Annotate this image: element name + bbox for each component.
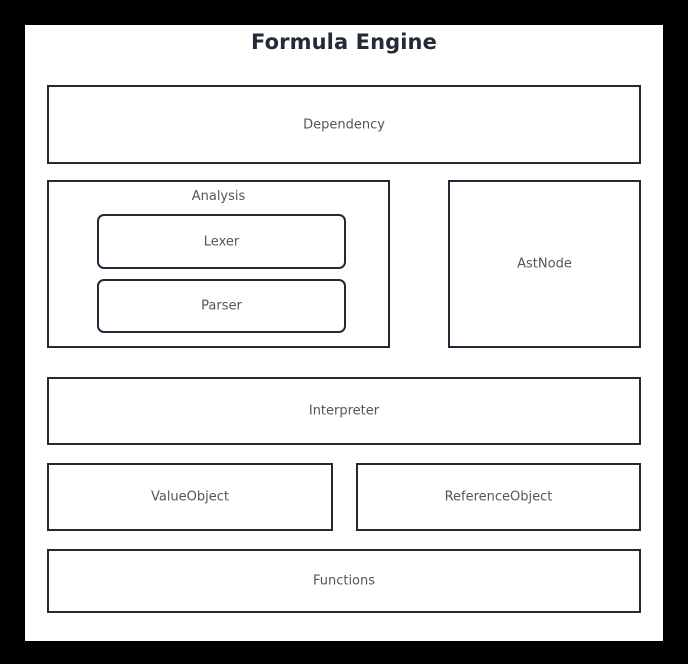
node-referenceobject[interactable]: ReferenceObject (356, 463, 641, 531)
node-group-analysis[interactable]: Analysis Lexer Parser (47, 180, 390, 348)
node-valueobject-label: ValueObject (150, 489, 230, 505)
node-referenceobject-label: ReferenceObject (444, 489, 553, 505)
node-dependency-label: Dependency (303, 117, 385, 132)
node-astnode[interactable]: AstNode (448, 180, 641, 348)
page-title: Formula Engine (251, 30, 437, 54)
node-interpreter[interactable]: Interpreter (47, 377, 641, 445)
node-group-analysis-label: Analysis (191, 189, 246, 204)
node-functions-label: Functions (312, 573, 376, 589)
node-dependency[interactable]: Dependency (47, 85, 641, 164)
node-valueobject[interactable]: ValueObject (47, 463, 333, 531)
node-astnode-label: AstNode (517, 256, 572, 272)
diagram-panel: Formula Engine Dependency Analysis Lexer… (25, 25, 663, 641)
node-functions[interactable]: Functions (47, 549, 641, 613)
node-parser-label: Parser (201, 298, 242, 314)
node-interpreter-label: Interpreter (308, 403, 380, 419)
node-lexer-label: Lexer (203, 234, 240, 249)
node-lexer[interactable]: Lexer (97, 214, 346, 269)
node-parser[interactable]: Parser (97, 279, 346, 333)
